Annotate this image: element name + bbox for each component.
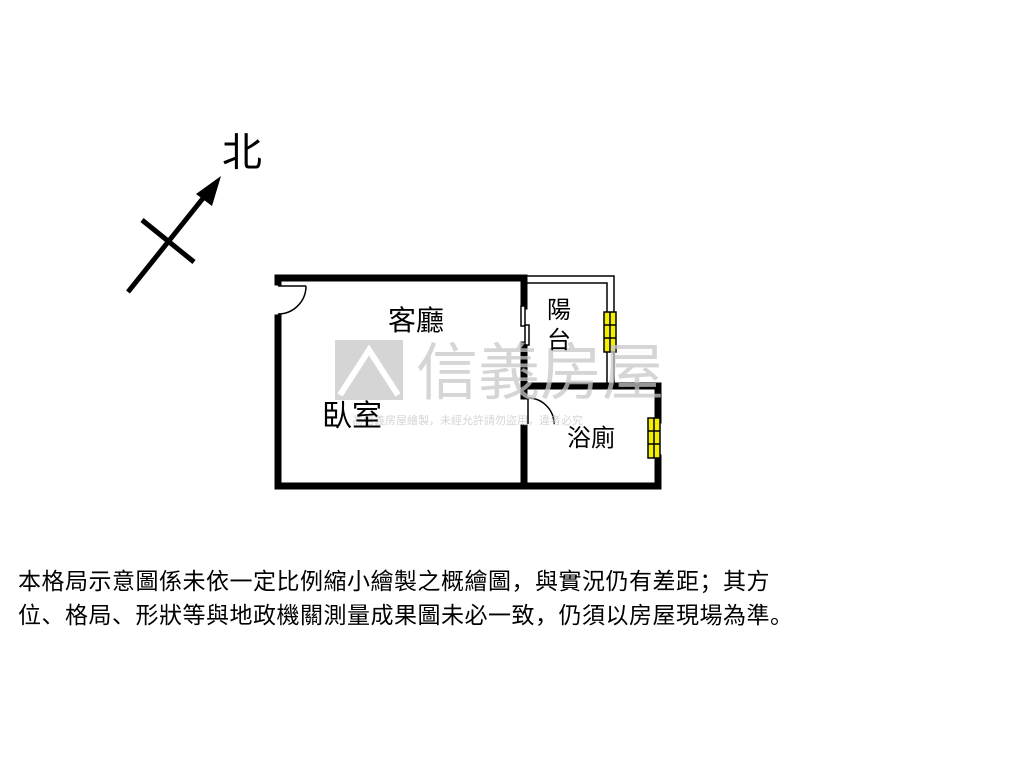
room-label-balcony-2: 台	[547, 326, 571, 354]
room-label-bedroom: 臥室	[322, 399, 382, 434]
window-balcony	[603, 311, 617, 353]
disclaimer-line-1: 本格局示意圖係未依一定比例縮小繪製之概繪圖，與實況仍有差距；其方	[18, 569, 770, 595]
sliding-door-panel-1	[520, 305, 526, 327]
entrance-door-arc	[277, 285, 307, 315]
watermark-brand: 信義房屋	[416, 336, 664, 409]
room-label-living: 客廳	[388, 304, 444, 337]
watermark: 信義房屋 為信義房屋繪製，未經允許請勿盜用，違者必究	[335, 336, 664, 427]
entrance-door	[277, 285, 307, 315]
compass-arrow-head	[196, 176, 221, 206]
brand-logo	[335, 340, 403, 400]
disclaimer: 本格局示意圖係未依一定比例縮小繪製之概繪圖，與實況仍有差距；其方 位、格局、形狀…	[18, 565, 1018, 633]
north-label: 北	[222, 130, 262, 176]
compass-cross-bar	[140, 218, 196, 264]
sliding-door-panel-2	[524, 324, 530, 346]
compass: 北	[126, 130, 262, 294]
room-label-bathroom: 浴廁	[567, 424, 615, 452]
room-label-balcony-1: 陽	[547, 296, 571, 324]
sliding-door	[520, 305, 530, 346]
window-bathroom	[647, 417, 661, 459]
walls	[274, 274, 662, 490]
disclaimer-line-2: 位、格局、形狀等與地政機關測量成果圖未必一致，仍須以房屋現場為準。	[18, 603, 794, 629]
watermark-notice: 為信義房屋繪製，未經允許請勿盜用，違者必究	[352, 413, 583, 427]
logo-roof-mark	[337, 344, 401, 397]
bathroom-door	[527, 397, 555, 425]
bathroom-door-arc	[527, 397, 555, 425]
